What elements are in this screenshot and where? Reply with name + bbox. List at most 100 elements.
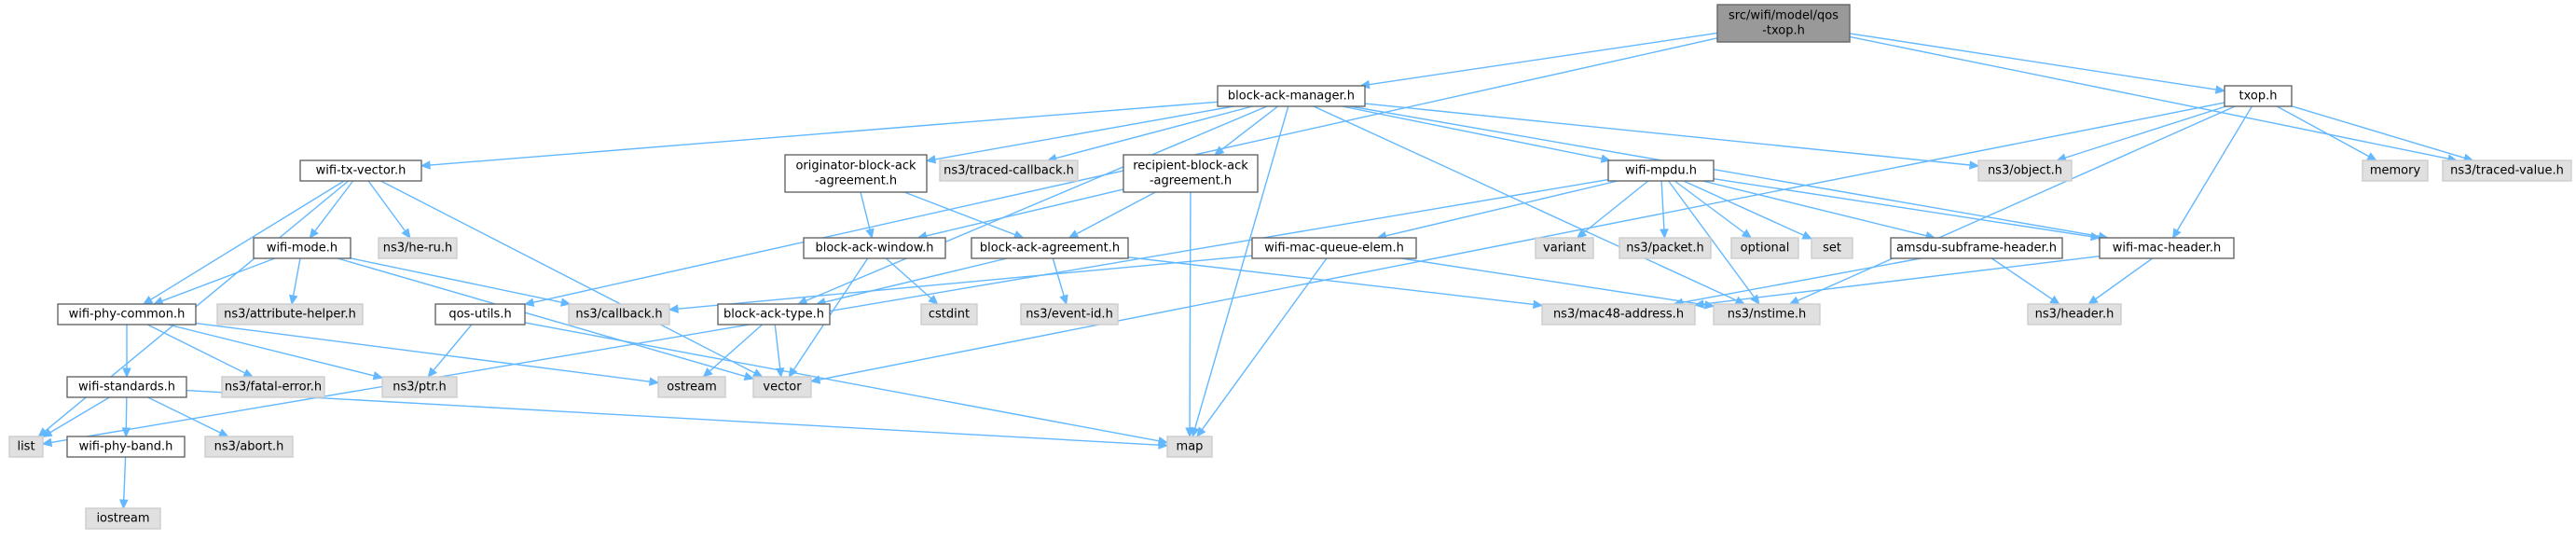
arrowhead-txop-to-wmh xyxy=(2171,228,2182,240)
node-box-baw xyxy=(803,237,946,259)
arrowhead-wmpdu-to-set xyxy=(1801,230,1813,240)
node-label-nstime: ns3/nstime.h xyxy=(1728,308,1806,322)
node-wpc[interactable]: wifi-phy-common.h xyxy=(57,303,197,325)
node-label-wmpdu: wifi-mpdu.h xyxy=(1625,164,1697,178)
arrowhead-ws-to-list xyxy=(41,428,53,437)
arrowhead-bam-to-wtv xyxy=(420,160,431,170)
node-ptr: ns3/ptr.h xyxy=(381,376,458,398)
edge-txop-to-vector xyxy=(819,102,2225,381)
node-label-wmh: wifi-mac-header.h xyxy=(2113,242,2222,256)
arrowhead-wmpdu-to-packet xyxy=(1660,228,1669,240)
node-set: set xyxy=(1811,237,1853,259)
arrowhead-ws-to-map xyxy=(1158,440,1169,450)
arrowhead-wmpdu-to-nstime xyxy=(1750,294,1760,305)
edge-bam-to-obj xyxy=(1364,103,1971,166)
edge-wtv-to-heru xyxy=(367,180,406,232)
node-box-map xyxy=(1166,436,1213,458)
node-box-tv xyxy=(2442,159,2572,182)
node-bat[interactable]: block-ack-type.h xyxy=(717,303,831,325)
node-label-baa: block-ack-agreement.h xyxy=(980,242,1120,256)
edge-rba-to-map xyxy=(1189,191,1192,429)
node-iostream: iostream xyxy=(85,507,161,530)
arrowhead-wtv-to-wpc xyxy=(142,295,154,305)
edge-wpc-to-ptr xyxy=(168,324,375,377)
arrowhead-wmpdu-to-wmh xyxy=(2089,231,2101,242)
edge-wmode-to-vector xyxy=(337,257,746,378)
node-wmode[interactable]: wifi-mode.h xyxy=(253,237,351,259)
node-box-list xyxy=(8,436,44,458)
node-box-attr xyxy=(216,303,364,325)
edge-wmh-to-mac48 xyxy=(1702,255,2101,305)
node-box-wtv xyxy=(299,159,422,182)
node-box-optional xyxy=(1730,237,1799,259)
node-label-wtv: wifi-tx-vector.h xyxy=(316,164,406,178)
node-box-variant xyxy=(1535,237,1594,259)
arrowhead-wpc-to-fatal xyxy=(242,368,254,378)
edge-wmh-to-header xyxy=(2095,257,2154,300)
arrowhead-wmpdu-to-variant xyxy=(1576,228,1588,239)
node-header: ns3/header.h xyxy=(2027,303,2122,325)
node-wpb[interactable]: wifi-phy-band.h xyxy=(66,436,186,458)
node-box-baa xyxy=(971,237,1129,259)
node-label-ws: wifi-standards.h xyxy=(78,381,175,395)
node-qos[interactable]: qos-utils.h xyxy=(434,303,526,325)
node-wmpdu[interactable]: wifi-mpdu.h xyxy=(1607,159,1715,182)
arrowhead-baa-to-mac48 xyxy=(1533,299,1544,310)
edge-bam-to-wtv xyxy=(429,101,1219,166)
node-nstime: ns3/nstime.h xyxy=(1713,303,1821,325)
node-root[interactable]: src/wifi/model/qos-txop.h xyxy=(1716,4,1851,43)
node-label-vector: vector xyxy=(763,381,802,395)
arrowhead-wmpdu-to-list xyxy=(41,437,53,448)
nodes-layer: src/wifi/model/qos-txop.h block-ack-manag… xyxy=(8,4,2572,530)
arrowhead-txop-to-nstime xyxy=(1788,296,1800,305)
node-box-oba xyxy=(784,154,928,193)
node-box-fatal xyxy=(221,376,325,398)
edge-wmode-to-attr xyxy=(292,257,301,297)
arrowhead-wmqe-to-map xyxy=(1196,426,1206,437)
edge-bam-to-rba xyxy=(1220,105,1279,151)
arrowhead-rba-to-baa xyxy=(1068,229,1080,239)
node-box-header xyxy=(2027,303,2122,325)
node-box-tcb xyxy=(939,159,1079,182)
edge-baw-to-vector xyxy=(792,257,869,370)
node-label-cb: ns3/callback.h xyxy=(575,308,662,322)
arrowhead-wtv-to-wmode xyxy=(309,228,319,239)
node-wmh[interactable]: wifi-mac-header.h xyxy=(2099,237,2235,259)
node-attr: ns3/attribute-helper.h xyxy=(216,303,364,325)
edge-wmpdu-to-optional xyxy=(1674,180,1745,234)
node-rba[interactable]: recipient-block-ack-agreement.h xyxy=(1123,154,1259,193)
node-memory: memory xyxy=(2362,159,2429,182)
node-label-set: set xyxy=(1823,242,1841,256)
edge-wmpdu-to-wmh xyxy=(1713,177,2092,238)
edge-txop-to-nstime xyxy=(1797,105,2236,301)
node-box-ostream xyxy=(657,376,726,398)
arrowhead-wtv-to-heru xyxy=(401,228,411,239)
node-label-fatal: ns3/fatal-error.h xyxy=(225,381,322,395)
edge-qos-to-ptr xyxy=(433,324,473,371)
edge-txop-to-tv xyxy=(2291,105,2465,159)
edge-bat-to-ostream xyxy=(709,324,764,372)
node-bam[interactable]: block-ack-manager.h xyxy=(1217,85,1366,107)
node-oba[interactable]: originator-block-ack-agreement.h xyxy=(784,154,928,193)
node-label-root: -txop.h xyxy=(1762,24,1805,38)
edge-baw-to-cstdint xyxy=(885,257,932,299)
edge-wmqe-to-map xyxy=(1201,257,1328,431)
node-wtv[interactable]: wifi-tx-vector.h xyxy=(299,159,422,182)
node-baa[interactable]: block-ack-agreement.h xyxy=(971,237,1129,259)
node-ws[interactable]: wifi-standards.h xyxy=(66,376,187,398)
node-box-obj xyxy=(1977,159,2073,182)
edge-ws-to-wpb xyxy=(125,396,128,429)
edge-ash-to-mac48 xyxy=(1682,257,1922,304)
node-ash[interactable]: amsdu-subframe-header.h xyxy=(1890,237,2063,259)
edge-wtv-to-wmode xyxy=(314,180,354,232)
edge-wmqe-to-nstime xyxy=(1400,257,1706,306)
node-baw[interactable]: block-ack-window.h xyxy=(803,237,946,259)
node-label-variant: variant xyxy=(1543,242,1586,256)
edge-baa-to-evid xyxy=(1052,257,1065,297)
node-label-header: ns3/header.h xyxy=(2035,308,2115,322)
node-label-heru: ns3/he-ru.h xyxy=(383,242,453,256)
node-label-oba: -agreement.h xyxy=(815,174,897,188)
node-wmqe[interactable]: wifi-mac-queue-elem.h xyxy=(1251,237,1417,259)
node-txop[interactable]: txop.h xyxy=(2224,85,2293,107)
